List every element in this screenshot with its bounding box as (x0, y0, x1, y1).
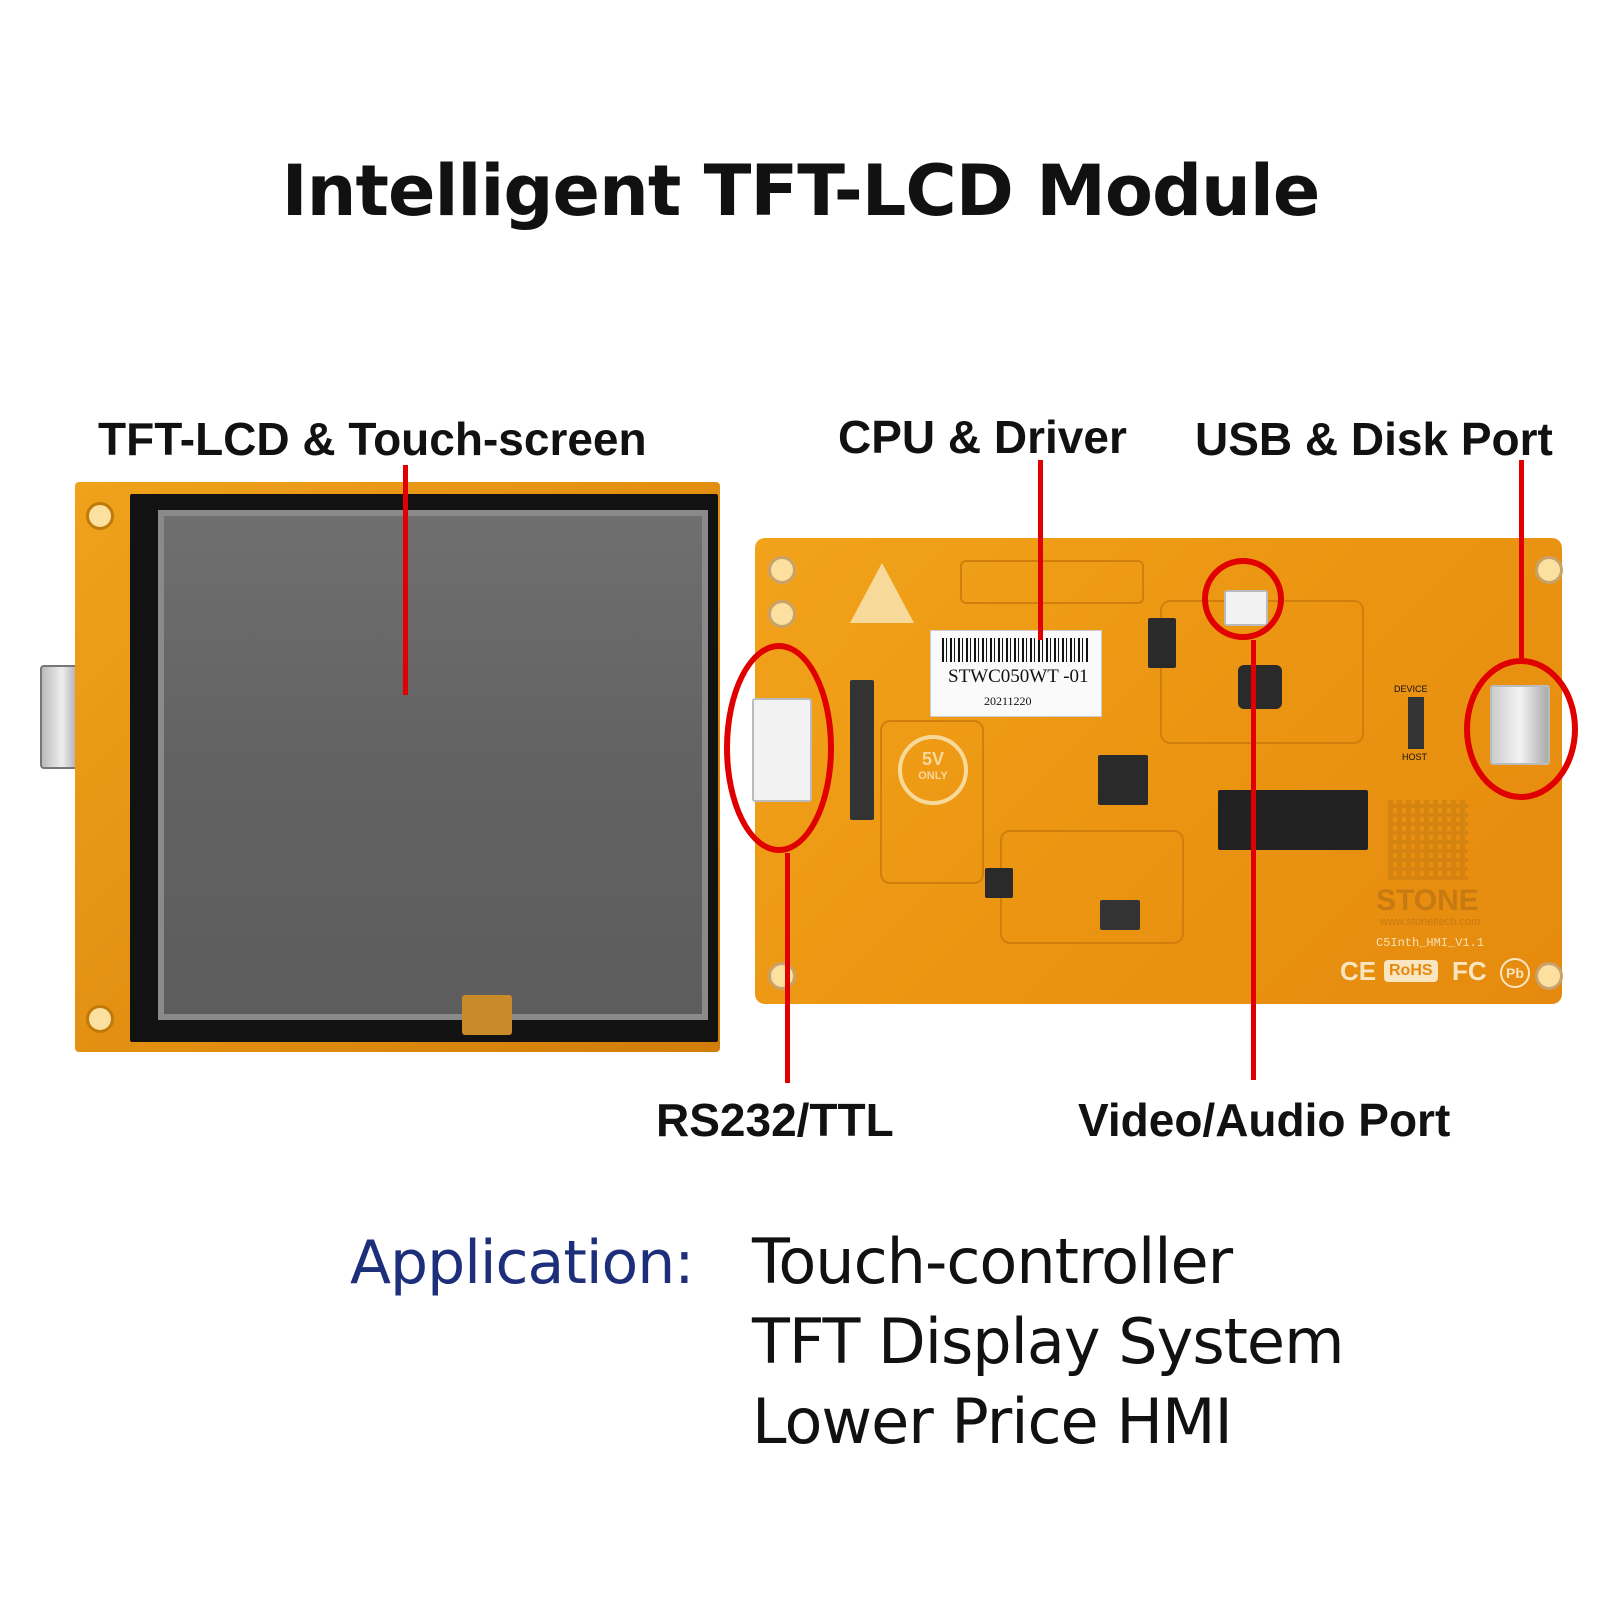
esd-warning-icon (850, 563, 914, 623)
mount-hole (1535, 556, 1563, 584)
application-item: TFT Display System (752, 1305, 1344, 1378)
video-audio-highlight-ring (1202, 558, 1284, 640)
mount-hole (86, 502, 114, 530)
touch-flex-cable (462, 995, 512, 1035)
callout-video-audio-port: Video/Audio Port (1078, 1094, 1451, 1146)
cpu-callout-line (1038, 460, 1043, 640)
mount-hole (86, 1005, 114, 1033)
usb-highlight-ring (1464, 658, 1578, 800)
application-label: Application: (350, 1228, 694, 1298)
rohs-mark: RoHS (1384, 960, 1438, 982)
board-version: C5Inth_HMI_V1.1 (1376, 936, 1485, 950)
diode-array (850, 680, 874, 820)
callout-rs232-ttl: RS232/TTL (656, 1094, 894, 1146)
device-host-switch (1408, 697, 1424, 749)
application-item: Lower Price HMI (752, 1385, 1233, 1458)
pcb-trace (960, 560, 1144, 604)
page-title: Intelligent TFT-LCD Module (281, 150, 1321, 232)
mount-hole (768, 600, 796, 628)
date-code: 20211220 (984, 694, 1032, 708)
pcb-trace (1000, 830, 1184, 944)
touchscreen-callout-line (403, 465, 408, 695)
mount-hole (768, 556, 796, 584)
video-audio-callout-line (1251, 640, 1256, 1080)
small-fpc-connector (1100, 900, 1140, 930)
power-badge-only: ONLY (918, 770, 948, 782)
rs232-callout-line (785, 853, 790, 1083)
qr-code (1388, 800, 1468, 880)
pcb-trace (880, 720, 984, 884)
mount-hole (1535, 962, 1563, 990)
callout-touchscreen: TFT-LCD & Touch-screen (98, 413, 647, 465)
fpc-connector (1218, 790, 1368, 850)
switch-label-host: HOST (1402, 752, 1428, 762)
ce-mark: CE (1340, 956, 1377, 986)
barcode (942, 638, 1088, 662)
touch-screen (158, 510, 708, 1020)
rs232-highlight-ring (724, 643, 834, 853)
usb-callout-line (1519, 460, 1524, 658)
small-chip (985, 868, 1013, 898)
part-number: STWC050WT -01 (948, 666, 1089, 687)
callout-usb-disk-port: USB & Disk Port (1195, 413, 1553, 465)
brand-website: www.stoneitech.com (1380, 916, 1481, 928)
fc-mark: FC (1452, 956, 1487, 986)
pb-free-mark: Pb (1500, 958, 1530, 988)
cpu-chip (1098, 755, 1148, 805)
power-badge-voltage: 5V (921, 749, 945, 769)
switch-label-device: DEVICE (1394, 684, 1428, 694)
application-item: Touch-controller (752, 1225, 1233, 1298)
callout-cpu-driver: CPU & Driver (838, 411, 1127, 463)
flash-chip (1148, 618, 1176, 668)
power-badge: 5V ONLY (898, 735, 968, 805)
mount-hole (768, 962, 796, 990)
inductor (1238, 665, 1282, 709)
brand-name: STONE (1376, 884, 1479, 917)
